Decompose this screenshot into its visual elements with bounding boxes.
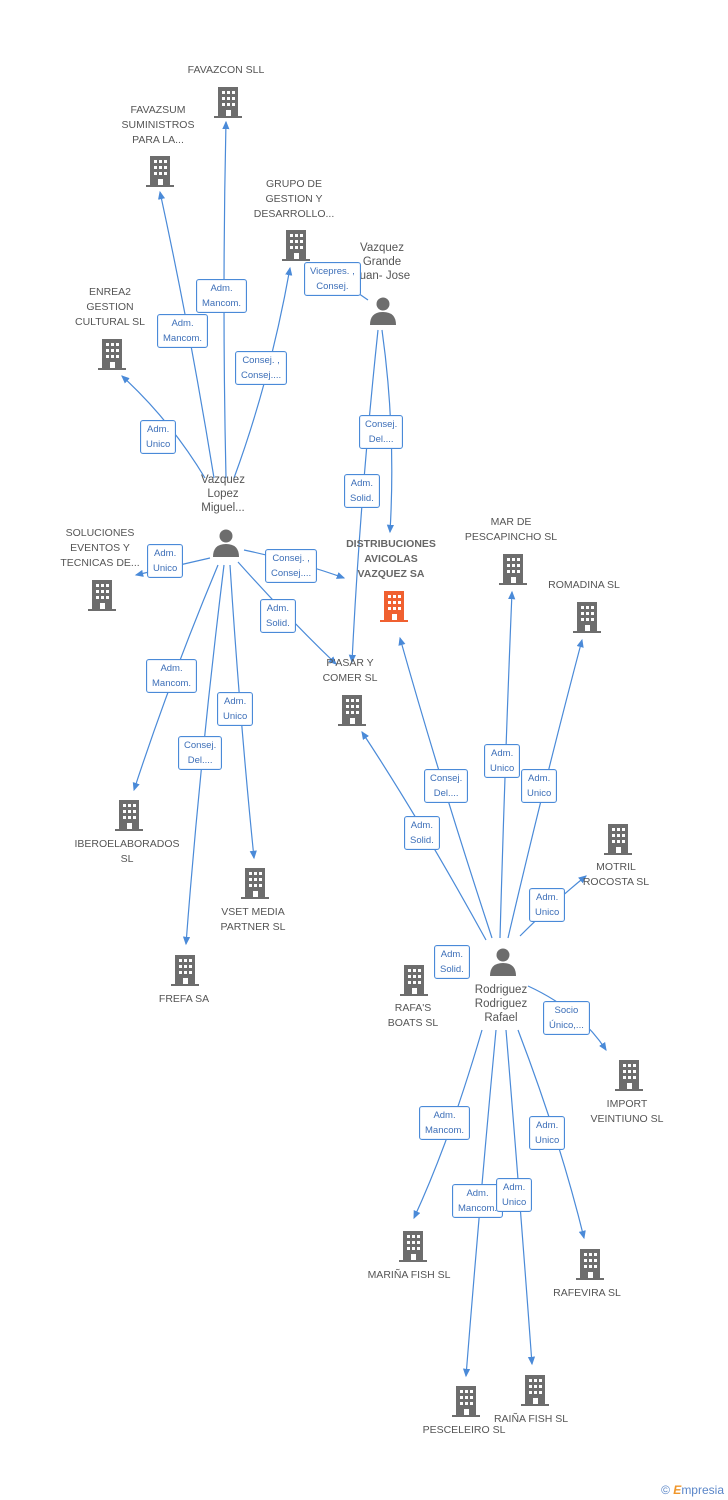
node-label: Vazquez Lopez Miguel... bbox=[201, 474, 245, 514]
edge-label[interactable]: Adm. Mancom. bbox=[196, 279, 248, 313]
edge-label[interactable]: Socio Único,... bbox=[543, 1001, 590, 1035]
node-frefa[interactable]: FREFA SA bbox=[124, 992, 244, 1007]
node-label: IMPORT VEINTIUNO SL bbox=[590, 1098, 664, 1125]
node-label: ROMADINA SL bbox=[548, 579, 620, 591]
node-mar-pescapincho[interactable]: MAR DE PESCAPINCHO SL bbox=[451, 515, 571, 545]
edge-label[interactable]: Adm. Unico bbox=[217, 692, 254, 726]
node-label: ENREA2 GESTION CULTURAL SL bbox=[74, 286, 146, 328]
node-label: MARIÑA FISH SL bbox=[367, 1269, 451, 1281]
edge-label[interactable]: Adm. Mancom. bbox=[419, 1106, 471, 1140]
person-icon[interactable] bbox=[211, 528, 241, 558]
edge-label[interactable]: Consej. Del.... bbox=[178, 736, 223, 770]
node-label: MAR DE PESCAPINCHO SL bbox=[464, 516, 558, 543]
node-raina[interactable]: RAIÑA FISH SL bbox=[471, 1412, 591, 1427]
edge-label[interactable]: Adm. Unico bbox=[529, 1116, 566, 1150]
building-icon[interactable] bbox=[450, 1384, 482, 1418]
brand-logo-e: E bbox=[673, 1483, 682, 1497]
edge-label[interactable]: Adm. Unico bbox=[484, 744, 521, 778]
node-soluciones[interactable]: SOLUCIONES EVENTOS Y TECNICAS DE... bbox=[40, 526, 160, 571]
node-label: PESCELEIRO SL bbox=[422, 1424, 506, 1436]
edge-label[interactable]: Adm. Solid. bbox=[434, 945, 470, 979]
building-icon[interactable] bbox=[169, 953, 201, 987]
node-label: IBEROELABORADOS SL bbox=[74, 838, 180, 865]
node-label: SOLUCIONES EVENTOS Y TECNICAS DE... bbox=[60, 527, 140, 569]
building-icon[interactable] bbox=[212, 85, 244, 119]
node-pasar[interactable]: P'ASAR Y COMER SL bbox=[290, 656, 410, 686]
building-icon[interactable] bbox=[86, 578, 118, 612]
node-label: FAVAZCON SLL bbox=[187, 64, 265, 76]
edge-label[interactable]: Adm. Mancom. bbox=[146, 659, 198, 693]
edge-label[interactable]: Adm. Solid. bbox=[344, 474, 380, 508]
edge-label[interactable]: Adm. Unico bbox=[529, 888, 566, 922]
edge-label[interactable]: Consej. Del.... bbox=[424, 769, 469, 803]
brand-name: mpresia bbox=[681, 1483, 724, 1497]
node-label: FREFA SA bbox=[158, 993, 210, 1005]
node-label: RAFA'S BOATS SL bbox=[387, 1002, 439, 1029]
building-icon[interactable] bbox=[571, 600, 603, 634]
node-iberoelaborados[interactable]: IBEROELABORADOS SL bbox=[62, 837, 192, 867]
node-pesceleiro[interactable]: PESCELEIRO SL bbox=[404, 1423, 524, 1438]
building-icon[interactable] bbox=[336, 693, 368, 727]
node-marina[interactable]: MARIÑA FISH SL bbox=[349, 1268, 469, 1283]
node-vazquez-lopez[interactable]: Vazquez Lopez Miguel... bbox=[173, 473, 273, 515]
node-rafas[interactable]: RAFA'S BOATS SL bbox=[353, 1001, 473, 1031]
edge-label[interactable]: Adm. Unico bbox=[496, 1178, 533, 1212]
building-icon[interactable] bbox=[96, 337, 128, 371]
node-label: GRUPO DE GESTION Y DESARROLLO... bbox=[253, 178, 335, 220]
node-rodriguez[interactable]: Rodriguez Rodriguez Rafael bbox=[451, 983, 551, 1025]
edge-label[interactable]: Consej. , Consej.... bbox=[235, 351, 288, 385]
person-icon[interactable] bbox=[488, 947, 518, 977]
building-icon[interactable] bbox=[519, 1373, 551, 1407]
node-rafevira[interactable]: RAFEVIRA SL bbox=[527, 1286, 647, 1301]
edge-label[interactable]: Adm. Mancom. bbox=[157, 314, 209, 348]
node-vazquez-grande[interactable]: Vazquez Grande Juan- Jose bbox=[332, 241, 432, 283]
person-icon[interactable] bbox=[368, 296, 398, 326]
building-icon[interactable] bbox=[398, 963, 430, 997]
copyright-symbol: © bbox=[661, 1483, 670, 1497]
building-icon[interactable] bbox=[613, 1058, 645, 1092]
building-icon[interactable] bbox=[574, 1247, 606, 1281]
building-icon[interactable] bbox=[280, 228, 312, 262]
node-romadina[interactable]: ROMADINA SL bbox=[524, 578, 644, 593]
edge-label[interactable]: Adm. Unico bbox=[521, 769, 558, 803]
building-icon[interactable] bbox=[497, 552, 529, 586]
building-icon[interactable] bbox=[602, 822, 634, 856]
node-label: Rodriguez Rodriguez Rafael bbox=[474, 984, 528, 1024]
node-enrea2[interactable]: ENREA2 GESTION CULTURAL SL bbox=[50, 285, 170, 330]
node-grupo[interactable]: GRUPO DE GESTION Y DESARROLLO... bbox=[234, 177, 354, 222]
building-icon[interactable] bbox=[113, 798, 145, 832]
node-vset[interactable]: VSET MEDIA PARTNER SL bbox=[193, 905, 313, 935]
building-icon[interactable] bbox=[397, 1229, 429, 1263]
copyright-footer[interactable]: © Empresia bbox=[661, 1483, 724, 1497]
building-icon[interactable] bbox=[144, 154, 176, 188]
node-distribuciones[interactable]: DISTRIBUCIONES AVICOLAS VAZQUEZ SA bbox=[326, 537, 456, 582]
edge-label[interactable]: Adm. Solid. bbox=[404, 816, 440, 850]
node-motril[interactable]: MOTRIL ROCOSTA SL bbox=[556, 860, 676, 890]
node-import[interactable]: IMPORT VEINTIUNO SL bbox=[567, 1097, 687, 1127]
node-label: MOTRIL ROCOSTA SL bbox=[582, 861, 650, 888]
edge-label[interactable]: Consej. Del.... bbox=[359, 415, 404, 449]
edge-label[interactable]: Consej. , Consej.... bbox=[265, 549, 318, 583]
building-icon[interactable] bbox=[239, 866, 271, 900]
node-label: P'ASAR Y COMER SL bbox=[322, 657, 378, 684]
node-label: FAVAZSUM SUMINISTROS PARA LA... bbox=[121, 104, 195, 146]
edge-label[interactable]: Adm. Unico bbox=[140, 420, 177, 454]
node-label: DISTRIBUCIONES AVICOLAS VAZQUEZ SA bbox=[346, 538, 436, 580]
edge-label[interactable]: Vicepres. , Consej. bbox=[304, 262, 361, 296]
building-icon-highlighted[interactable] bbox=[378, 589, 410, 623]
edge-label[interactable]: Adm. Solid. bbox=[260, 599, 296, 633]
node-favazcon[interactable]: FAVAZCON SLL bbox=[166, 63, 286, 78]
node-label: RAFEVIRA SL bbox=[553, 1287, 621, 1299]
node-label: VSET MEDIA PARTNER SL bbox=[220, 906, 286, 933]
node-label: RAIÑA FISH SL bbox=[493, 1413, 569, 1425]
edge-label[interactable]: Adm. Unico bbox=[147, 544, 184, 578]
node-label: Vazquez Grande Juan- Jose bbox=[353, 242, 411, 282]
node-favazsum[interactable]: FAVAZSUM SUMINISTROS PARA LA... bbox=[98, 103, 218, 148]
